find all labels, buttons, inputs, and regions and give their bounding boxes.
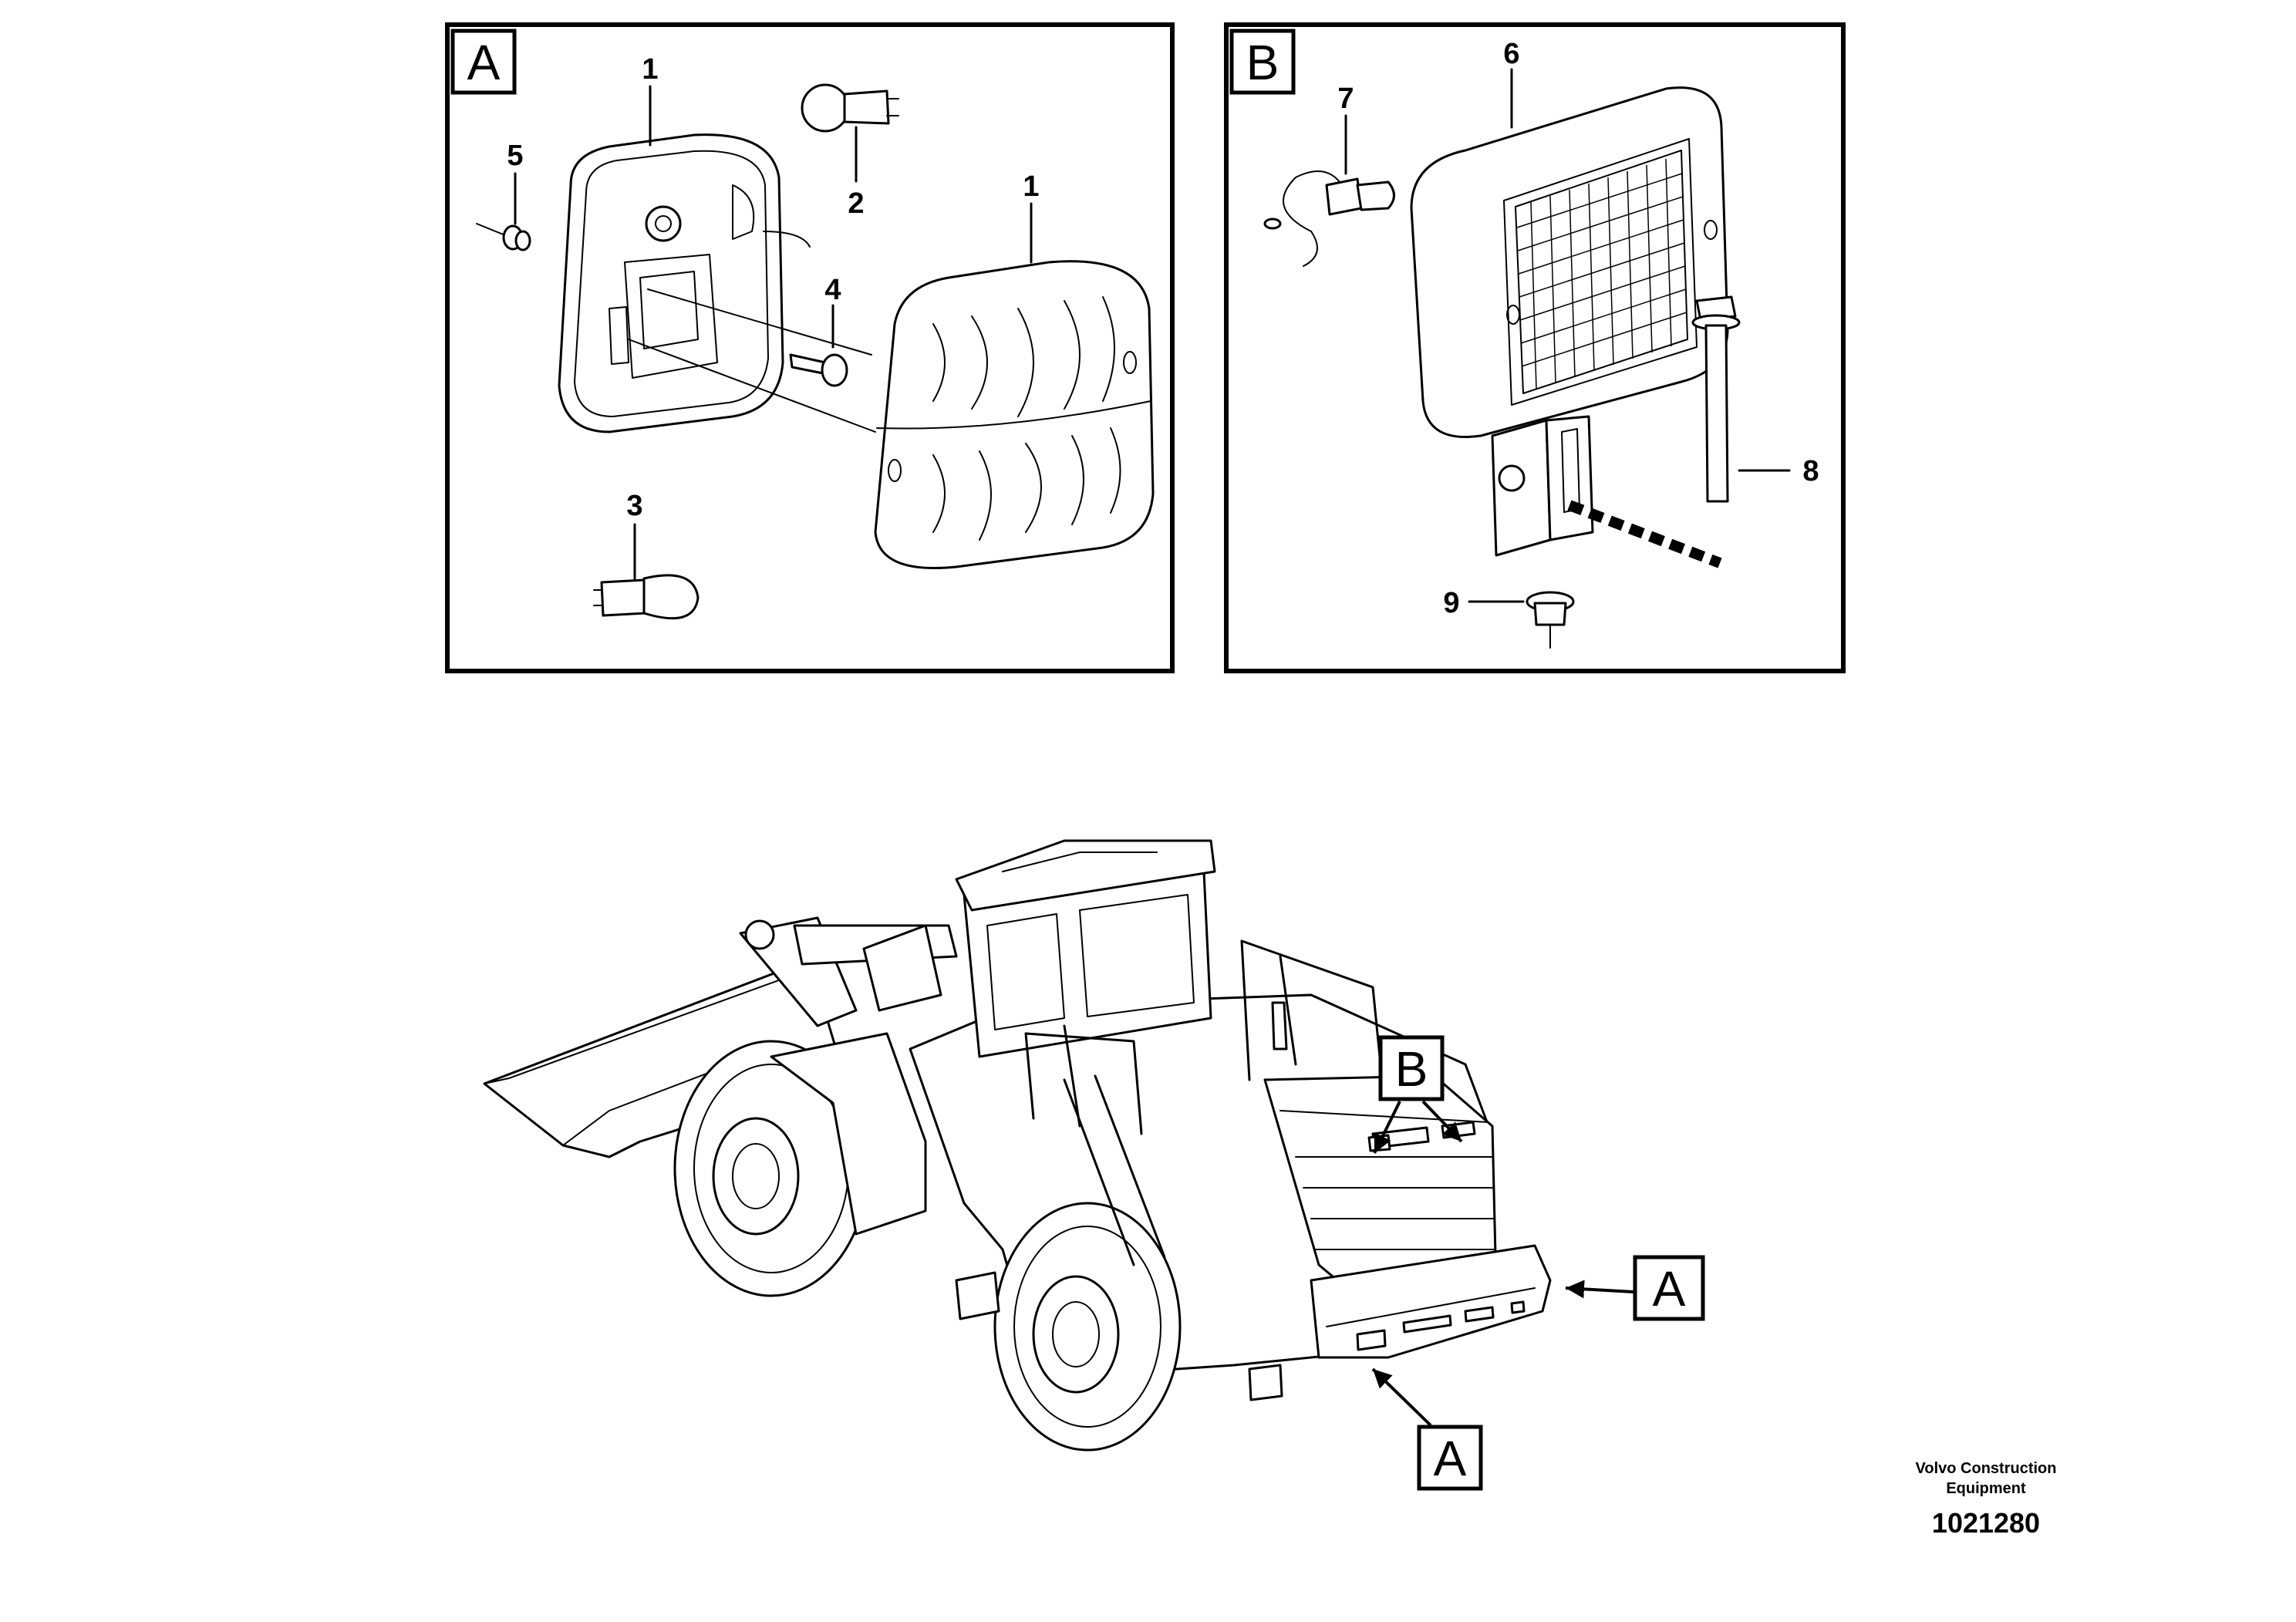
lamp-grid <box>1516 158 1687 390</box>
bulb-small <box>801 83 899 133</box>
flange-bolt <box>1691 295 1741 503</box>
flange-nut <box>1526 591 1575 649</box>
lamp-bracket <box>1491 415 1594 557</box>
panel-b-label: B <box>1246 35 1279 90</box>
rear-lamp-lens <box>874 260 1155 570</box>
callout-a-bottom-label: A <box>1434 1431 1467 1486</box>
callout-a-right: A <box>1565 1255 1705 1321</box>
part-number-8: 8 <box>1802 455 1819 487</box>
panel-a: A <box>445 22 1175 673</box>
wheel-loader-illustration <box>483 839 1552 1452</box>
part-number-1-housing: 1 <box>642 53 658 86</box>
panel-a-label: A <box>467 35 501 90</box>
rear-lamp-housing <box>558 133 811 433</box>
rear-wheel <box>993 1202 1182 1452</box>
part-number-6: 6 <box>1503 38 1519 70</box>
halogen-bulb <box>1263 170 1395 267</box>
part-number-7: 7 <box>1337 83 1354 115</box>
panel-b-label-box <box>1229 29 1296 95</box>
part-number-5: 5 <box>507 140 523 172</box>
footer: Volvo Construction Equipment 1021280 <box>1916 1460 2057 1539</box>
brand-line-2: Equipment <box>1946 1480 2026 1497</box>
operator-cab <box>955 839 1216 1058</box>
part-number-4: 4 <box>824 274 841 306</box>
part-number-2: 2 <box>848 187 864 220</box>
handrails <box>1024 939 1382 1266</box>
work-lamp <box>1410 86 1729 438</box>
bulb-large <box>593 574 700 620</box>
screw <box>789 353 848 387</box>
panel-b: B <box>1224 22 1846 673</box>
panel-a-label-box <box>450 29 517 95</box>
part-number-9: 9 <box>1443 587 1459 619</box>
part-number-1-lens: 1 <box>1023 170 1039 203</box>
grommet <box>476 223 531 251</box>
part-number-3: 3 <box>626 490 642 522</box>
callout-a-right-label: A <box>1653 1261 1686 1317</box>
front-wheel <box>673 1040 869 1297</box>
callout-b: B <box>1373 1035 1463 1154</box>
brand-line-1: Volvo Construction <box>1916 1460 2057 1477</box>
callout-a-bottom: A <box>1371 1367 1483 1491</box>
callout-b-label: B <box>1395 1041 1428 1097</box>
drawing-number: 1021280 <box>1932 1507 2040 1539</box>
